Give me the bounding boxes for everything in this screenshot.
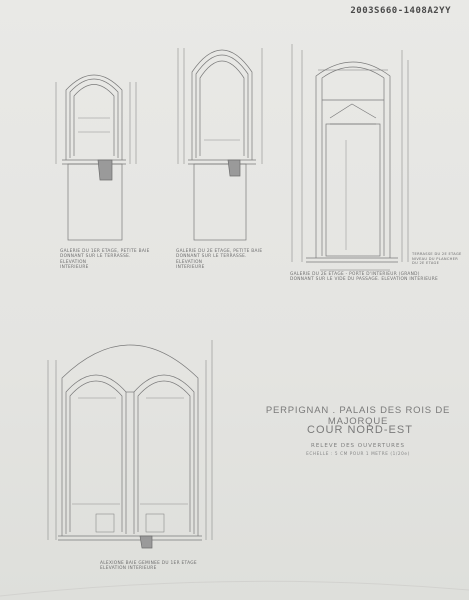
caption-drawing-2: GALERIE DU 2e ETAGE, PETITE BAIE DONNANT… [176,249,263,271]
elevation-drawing-4 [47,340,213,549]
caption-drawing-1: GALERIE DU 1er ETAGE, PETITE BAIE DONNAN… [60,249,150,271]
title-block-subtitle: COUR NORD-EST [307,424,413,436]
elevation-drawing-3 [291,44,409,271]
caption-drawing-3-side: TERRASSE DU 2e ETAGE NIVEAU DU PLANCHER … [412,252,462,265]
elevation-drawing-1 [55,74,137,241]
archive-reference: 2003S660-1408A2YY [350,6,451,16]
caption-drawing-3: GALERIE DU 2e ETAGE - PORTE D'INTERIEUR … [290,272,438,283]
title-block-title: PERPIGNAN . PALAIS DES ROIS DE MAJORQUE [265,405,451,427]
caption-drawing-4: ALEXIONE BAIE GEMINEE DU 1er ETAGE ELEVA… [100,561,197,572]
title-block-scale: ECHELLE : 5 CM POUR 1 METRE (1/20e) [306,451,410,456]
title-block-note: RELEVE DES OUVERTURES [311,443,405,449]
elevation-drawing-2 [177,48,263,241]
